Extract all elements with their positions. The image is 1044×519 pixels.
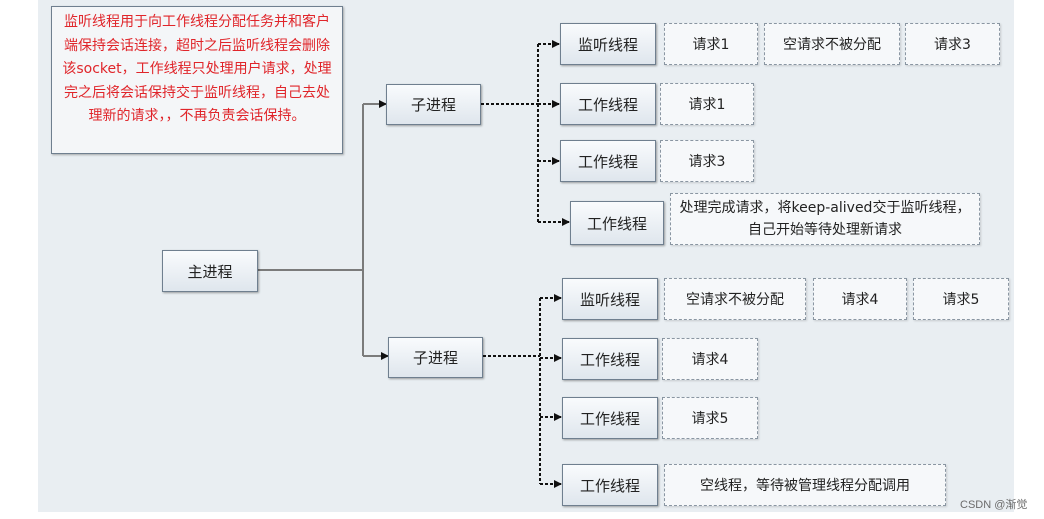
subprocess-1-empty-request: 空请求不被分配 <box>764 23 900 65</box>
subprocess-1-listener-thread: 监听线程 <box>560 23 656 65</box>
subprocess-1-worker-thread-2: 工作线程 <box>560 140 656 182</box>
main-branch-lines <box>258 100 389 360</box>
subprocess-2-node: 子进程 <box>388 337 483 378</box>
subprocess-2-empty-request: 空请求不被分配 <box>664 278 806 320</box>
subprocess-1-worker-3-status: 处理完成请求，将keep-alived交于监听线程，自己开始等待处理新请求 <box>670 193 980 245</box>
subprocess-2-request-5: 请求5 <box>913 278 1009 320</box>
subprocess-1-worker-2-request: 请求3 <box>660 140 754 182</box>
subprocess-2-request-4: 请求4 <box>813 278 907 320</box>
subprocess-2-listener-thread: 监听线程 <box>562 278 658 320</box>
subprocess-2-worker-thread-2: 工作线程 <box>562 397 658 439</box>
annotation-note: 监听线程用于向工作线程分配任务并和客户端保持会话连接，超时之后监听线程会删除该s… <box>51 6 343 154</box>
subprocess-1-branch-lines <box>481 40 570 226</box>
main-process-node: 主进程 <box>162 250 258 292</box>
subprocess-2-worker-thread-1: 工作线程 <box>562 338 658 380</box>
subprocess-1-worker-thread-1: 工作线程 <box>560 83 656 125</box>
subprocess-1-request-3: 请求3 <box>905 23 1000 65</box>
subprocess-1-worker-1-request: 请求1 <box>660 83 754 125</box>
subprocess-2-worker-1-request: 请求4 <box>662 338 758 380</box>
subprocess-2-worker-2-request: 请求5 <box>662 397 758 439</box>
subprocess-1-node: 子进程 <box>386 84 481 125</box>
subprocess-2-worker-thread-3: 工作线程 <box>562 464 658 506</box>
subprocess-2-branch-lines <box>483 294 562 488</box>
watermark: CSDN @渐觉 <box>960 499 1028 511</box>
subprocess-2-worker-3-status: 空线程，等待被管理线程分配调用 <box>664 464 946 506</box>
subprocess-1-worker-thread-3: 工作线程 <box>570 201 664 245</box>
subprocess-1-request-1: 请求1 <box>664 23 758 65</box>
